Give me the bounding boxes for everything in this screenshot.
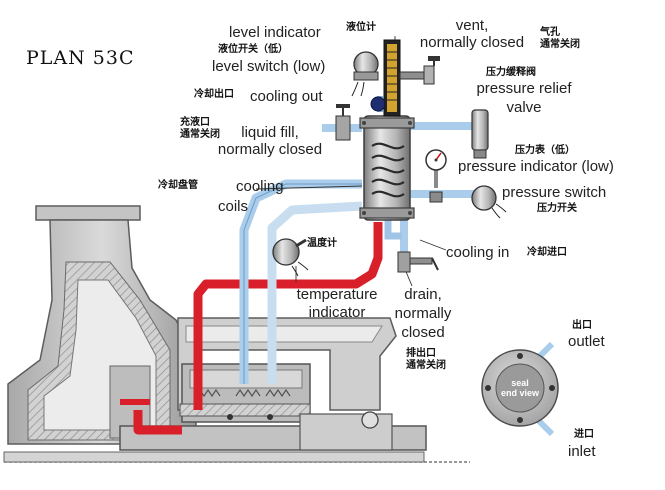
inlet-cn-label: 进口: [574, 429, 594, 440]
diagram-title: PLAN 53C: [26, 47, 135, 69]
temperature-indicator-cn-label: 温度计: [307, 238, 337, 249]
pressure-relief-valve-device: [471, 109, 489, 159]
cooling-out-label: cooling out: [250, 88, 323, 105]
liquid-fill-label: liquid fill,normally closed: [217, 124, 323, 158]
pressure-relief-valve-cn-label: 压力缓释阀: [486, 67, 536, 78]
level-switch-device: [351, 51, 379, 97]
vent-label: vent,normally closed: [419, 17, 525, 51]
outlet-label: outlet: [568, 333, 605, 350]
cooling-in-label: cooling in: [446, 244, 510, 261]
liquid-fill-cn-label: 充液口通常关闭: [180, 117, 220, 140]
vent-valve: [399, 56, 440, 85]
pressure-switch-cn-label: 压力开关: [537, 203, 577, 214]
cooling-in-cn-label: 冷却进口: [527, 247, 567, 258]
seal-end-view-diagram: [481, 341, 559, 437]
pressure-switch-label: pressure switch: [502, 184, 607, 201]
level-indicator-label: level indicator: [229, 24, 321, 41]
barrier-fluid-red-line: [133, 222, 383, 435]
cooling-coil-windings: [371, 142, 405, 198]
level-indicator-cn-label: 液位计: [346, 22, 376, 33]
cooling-coils-cn-label: 冷却盘管: [158, 180, 198, 191]
cooling-out-fitting: [370, 96, 386, 112]
seal-pot-reservoir: [359, 115, 415, 221]
vent-cn-label: 气孔通常关闭: [540, 27, 580, 50]
inlet-label: inlet: [568, 443, 596, 460]
cooling-out-cn-label: 冷却出口: [194, 89, 234, 100]
pump-casing: [7, 205, 197, 445]
pressure-indicator-gauge: [425, 149, 447, 203]
drain-valve: [397, 251, 439, 273]
pressure-switch-device: [471, 185, 507, 219]
liquid-fill-valve: [335, 104, 351, 141]
level-switch-cn-label: 液位开关（低）: [218, 44, 288, 55]
pressure-indicator-cn-label: 压力表（低）: [515, 145, 575, 156]
outlet-cn-label: 出口: [572, 320, 592, 331]
level-indicator-gauge: [383, 39, 401, 117]
drain-cn-label: 排出口通常关闭: [406, 348, 446, 371]
return-blue-line-inner: [267, 201, 363, 384]
temperature-indicator-device: [272, 238, 309, 277]
pressure-indicator-label: pressure indicator (low): [458, 158, 614, 175]
level-switch-label: level switch (low): [212, 58, 326, 75]
